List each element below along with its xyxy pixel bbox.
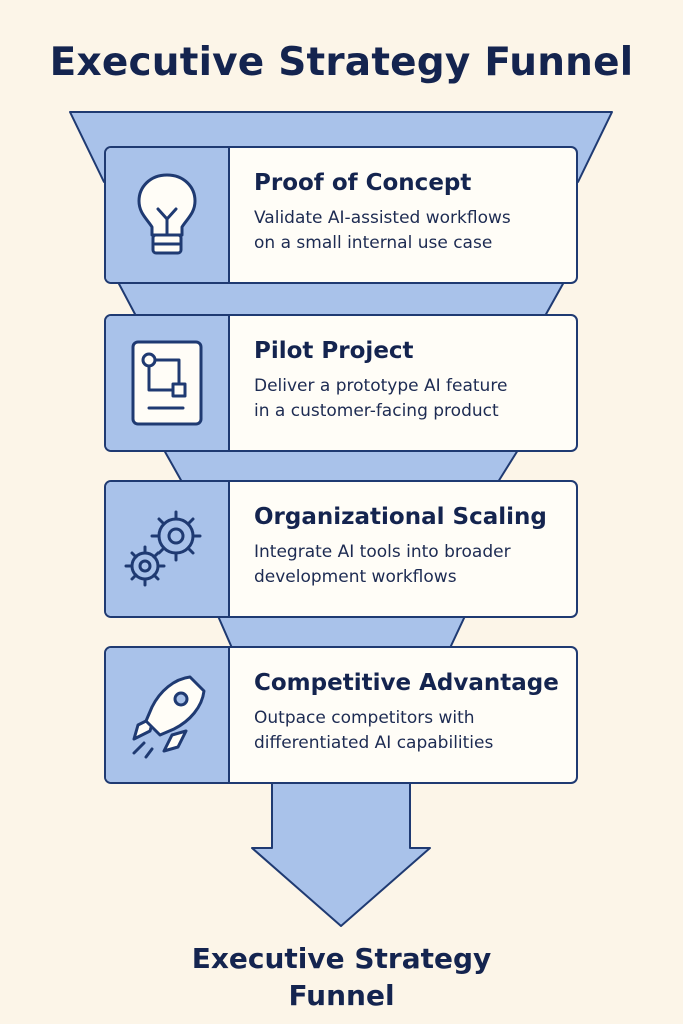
- stage-icon-box: [106, 482, 230, 616]
- stage-description-line: differentiated AI capabilities: [254, 733, 494, 753]
- gears-icon: [124, 510, 202, 587]
- footer-title-line: Funnel: [288, 979, 395, 1012]
- stage-title: Pilot Project: [254, 338, 414, 364]
- stage-description-line: on a small internal use case: [254, 233, 493, 253]
- funnel-band-2: [163, 449, 519, 483]
- stage-icon-box: [106, 316, 230, 450]
- rocket-icon: [132, 675, 206, 759]
- stage-icon-box: [106, 648, 230, 782]
- stage-title: Proof of Concept: [254, 170, 472, 196]
- stage-card-proof-of-concept: Proof of Concept Validate AI-assisted wo…: [104, 146, 578, 284]
- funnel-band-1: [117, 281, 565, 317]
- stage-title: Organizational Scaling: [254, 504, 547, 530]
- footer-title: Executive Strategy Funnel: [0, 940, 683, 1014]
- stage-description-line: Outpace competitors with: [254, 708, 475, 728]
- footer-title-line: Executive Strategy: [191, 942, 492, 975]
- stage-description: Integrate AI tools into broader developm…: [254, 540, 574, 590]
- lightbulb-icon: [137, 173, 197, 255]
- stage-card-competitive-advantage: Competitive Advantage Outpace competitor…: [104, 646, 578, 784]
- stage-description-line: Validate AI-assisted workflows: [254, 208, 511, 228]
- stage-description-line: development workflows: [254, 567, 457, 587]
- stage-icon-box: [106, 148, 230, 282]
- page-title: Executive Strategy Funnel: [49, 40, 634, 85]
- funnel-band-3: [217, 615, 466, 649]
- stage-description: Deliver a prototype AI feature in a cust…: [254, 374, 574, 424]
- stage-title: Competitive Advantage: [254, 670, 559, 696]
- stage-description-line: Integrate AI tools into broader: [254, 542, 511, 562]
- stage-description-line: Deliver a prototype AI feature: [254, 376, 508, 396]
- stage-card-pilot-project: Pilot Project Deliver a prototype AI fea…: [104, 314, 578, 452]
- stage-card-organizational-scaling: Organizational Scaling Integrate AI tool…: [104, 480, 578, 618]
- stage-description-line: in a customer-facing product: [254, 401, 499, 421]
- funnel-arrow: [251, 781, 431, 927]
- stage-description: Validate AI-assisted workflows on a smal…: [254, 206, 574, 256]
- stage-description: Outpace competitors with differentiated …: [254, 706, 574, 756]
- prototype-diagram-icon: [131, 340, 203, 426]
